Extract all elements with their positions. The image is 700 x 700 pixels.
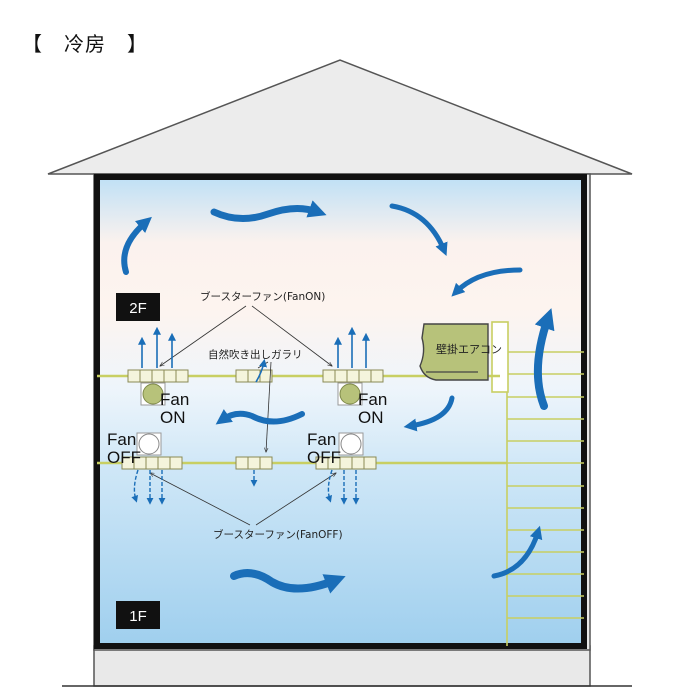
floor-label-2f: 2F (129, 300, 147, 317)
booster-fan-on-right (337, 382, 363, 406)
fan-off-left-label: Fan OFF (107, 430, 141, 467)
callout-on-right (251, 305, 332, 366)
callout-off-right (255, 473, 336, 526)
wall-ac-label: 壁掛エアコン (436, 342, 502, 356)
ac-duct (491, 321, 509, 393)
booster-grille-2f-left (127, 369, 189, 383)
floor-label-1f: 1F (129, 608, 147, 625)
fan-off-right-label: Fan OFF (307, 430, 341, 467)
fan-on-right-label: Fan ON (358, 390, 392, 427)
floor-badge-2f: 2F (116, 293, 160, 321)
callout-natural-1f (266, 361, 272, 452)
booster-grille-1f-left (121, 456, 183, 470)
grille-group-1f (121, 456, 377, 470)
natural-grille-label: 自然吹き出しガラリ (208, 348, 303, 361)
roof (47, 59, 633, 175)
booster-grille-1f-right (315, 456, 377, 470)
booster-off-label: ブースターファン(FanOFF) (213, 528, 343, 541)
fan-on-left-label: Fan ON (160, 390, 194, 427)
airflow-swirl-arrows (121, 200, 555, 594)
booster-fan-off-right (338, 432, 364, 456)
wall-ac-unit: 壁掛エアコン (419, 323, 502, 381)
floor-badge-1f: 1F (116, 601, 160, 629)
foundation (93, 645, 591, 687)
page-title: 【 冷房 】 (22, 32, 148, 56)
callout-on-left (160, 305, 247, 366)
airflow-up-arrows (138, 326, 370, 383)
callout-off-left (150, 473, 251, 526)
grille-group-2f (127, 369, 384, 383)
booster-on-label: ブースターファン(FanON) (200, 290, 325, 303)
booster-fan-on-left (140, 382, 166, 406)
airflow-down-arrows (131, 469, 360, 505)
booster-grille-2f-right (322, 369, 384, 383)
natural-grille-1f (235, 456, 273, 470)
booster-fan-off-left (136, 432, 162, 456)
natural-grille-2f (235, 369, 273, 383)
room-interior (94, 174, 587, 649)
